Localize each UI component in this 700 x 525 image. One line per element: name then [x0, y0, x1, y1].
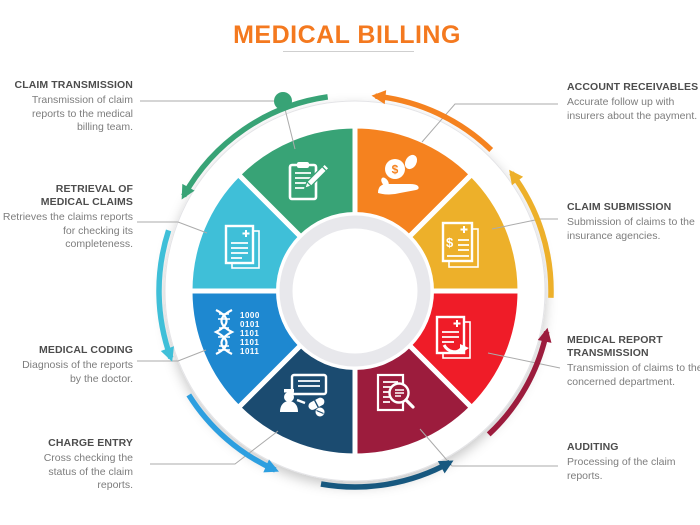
- step-title: MEDICAL REPORT TRANSMISSION: [567, 334, 663, 359]
- clipboard-pencil-icon: [288, 162, 330, 201]
- arrowhead-maroon: [537, 327, 552, 343]
- step-title: CLAIM SUBMISSION: [567, 201, 672, 213]
- arrowhead-yellow: [509, 169, 524, 186]
- step-description: Submission of claims to the insurance ag…: [567, 216, 695, 242]
- arrowhead-cyan: [160, 346, 174, 362]
- step-description: Processing of the claim reports.: [567, 456, 676, 482]
- label-medical-report-transmission: MEDICAL REPORT TRANSMISSION Transmission…: [567, 334, 700, 389]
- document-magnifier-icon: [376, 373, 415, 412]
- dna-code-icon: 1000 0101 1101 1101 1011: [213, 309, 263, 356]
- wheel-hub: [279, 215, 431, 367]
- step-title: MEDICAL CODING: [39, 344, 133, 356]
- svg-text:$: $: [392, 163, 399, 177]
- hand-coins-icon: $: [378, 154, 419, 195]
- doctor-prescription-icon: [280, 373, 328, 417]
- arrowhead-blue: [263, 459, 279, 473]
- step-description: Transmission of claims to the concerned …: [567, 362, 700, 388]
- title-underline: [283, 51, 414, 52]
- label-account-receivables: ACCOUNT RECEIVABLES Accurate follow up w…: [567, 81, 700, 123]
- step-description: Accurate follow up with insurers about t…: [567, 96, 698, 122]
- step-description: Retrieves the claims reports for checkin…: [2, 211, 133, 250]
- connector-retrieval: [137, 221, 208, 234]
- flow-arrowheads: [160, 90, 552, 474]
- medical-document-icon: [224, 224, 260, 269]
- connector-mrt: [487, 352, 561, 369]
- arrowhead-green: [181, 183, 195, 200]
- document-forward-icon: [435, 315, 471, 359]
- label-auditing: AUDITING Processing of the claim reports…: [567, 441, 700, 483]
- arc-navy: [320, 459, 452, 490]
- arc-orange: [375, 93, 494, 152]
- step-title: RETRIEVAL OF MEDICAL CLAIMS: [40, 183, 133, 208]
- label-medical-coding: MEDICAL CODING Diagnosis of the reports …: [0, 344, 133, 386]
- step-description: Cross checking the status of the claim r…: [43, 452, 133, 491]
- step-title: CLAIM TRANSMISSION: [14, 79, 133, 91]
- arrowhead-navy: [437, 460, 454, 474]
- arc-yellow: [509, 171, 554, 298]
- arrowhead-orange: [371, 90, 387, 105]
- step-title: CHARGE ENTRY: [48, 437, 133, 449]
- dollar-document-icon: $: [441, 221, 479, 268]
- step-title: AUDITING: [567, 441, 619, 453]
- label-charge-entry: CHARGE ENTRY Cross checking the status o…: [0, 437, 133, 493]
- arc-green: [181, 94, 329, 198]
- label-claim-submission: CLAIM SUBMISSION Submission of claims to…: [567, 201, 700, 243]
- label-claim-transmission: CLAIM TRANSMISSION Transmission of claim…: [0, 79, 133, 135]
- svg-text:$: $: [446, 235, 454, 250]
- step-title: ACCOUNT RECEIVABLES: [567, 81, 699, 93]
- page-title: MEDICAL BILLING: [233, 21, 461, 49]
- step-description: Diagnosis of the reports by the doctor.: [22, 359, 133, 385]
- flow-arrows: [156, 93, 554, 490]
- connector-account-receivables: [421, 103, 558, 143]
- arc-blue: [186, 393, 277, 473]
- svg-text:1000 0101 1101: 1000 0101 1101 1101 1011: [240, 311, 263, 356]
- connector-medical-coding: [137, 349, 207, 362]
- arc-cyan: [156, 229, 174, 359]
- arc-maroon: [486, 331, 550, 437]
- label-retrieval-of-medical-claims: RETRIEVAL OF MEDICAL CLAIMS Retrieves th…: [0, 183, 133, 252]
- connector-charge-entry: [150, 430, 279, 465]
- connector-auditing: [419, 428, 558, 467]
- step-description: Transmission of claim reports to the med…: [31, 94, 133, 133]
